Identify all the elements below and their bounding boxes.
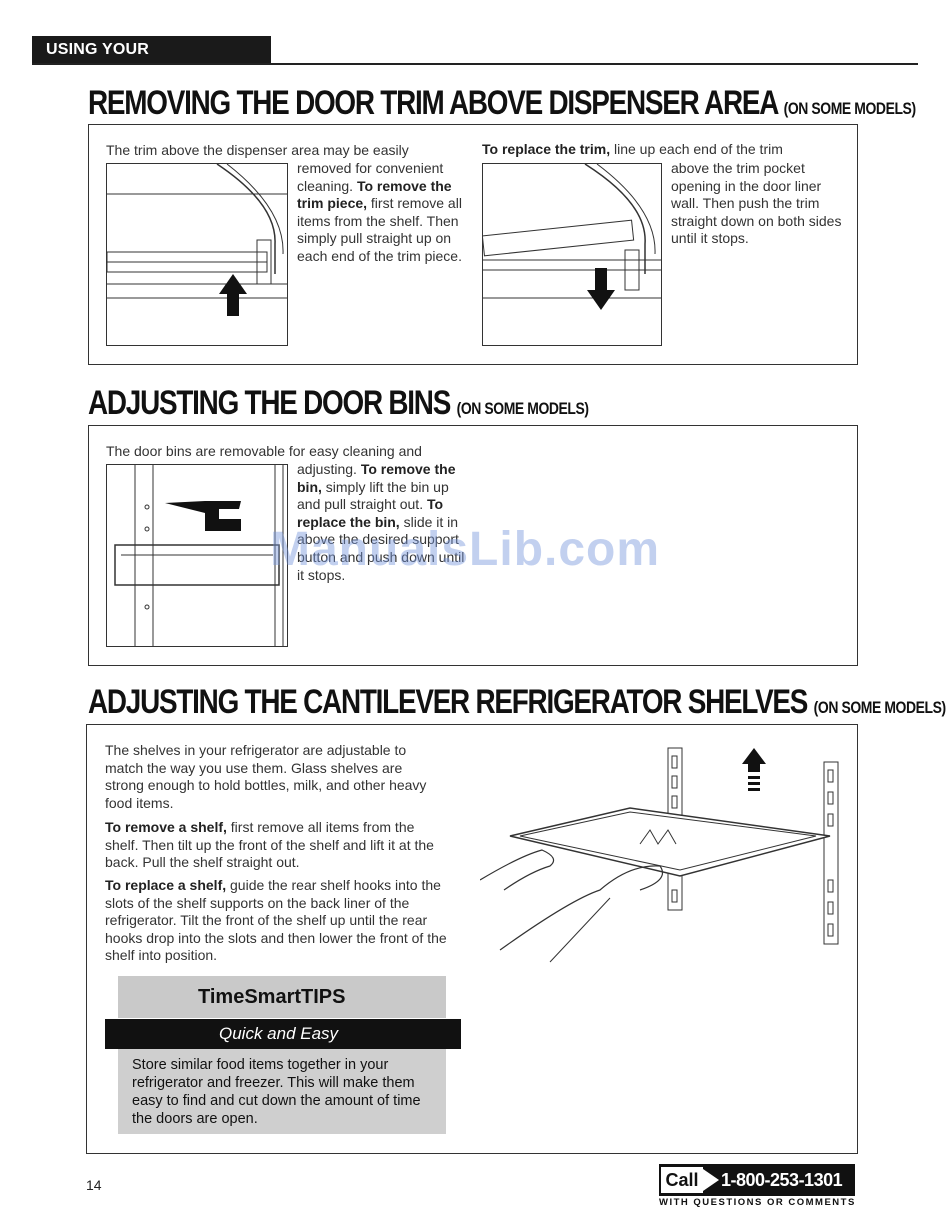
left-hand [479, 849, 555, 891]
section-subtitle: (ON SOME MODELS) [456, 399, 589, 418]
section-title-door-bins: ADJUSTING THE DOOR BINS (ON SOME MODELS) [88, 384, 589, 423]
header-rule [32, 63, 918, 65]
phone-number: 1-800-253-1301 [721, 1170, 843, 1190]
tip-logo-strip: TimeSmartTIPS [118, 976, 446, 1018]
call-subtext: WITH QUESTIONS OR COMMENTS [659, 1197, 856, 1208]
tip-body: Store similar food items together in you… [118, 1049, 446, 1134]
body-text: first remove all items from the shelf. T… [105, 819, 434, 871]
section-title-text: ADJUSTING THE CANTILEVER REFRIGERATOR SH… [88, 683, 808, 721]
door-bin-illustration [106, 464, 288, 647]
shelf-illustration [479, 740, 850, 970]
door-trim-panel [88, 124, 858, 365]
section-tab: USING YOUR REFRIGERATOR [32, 36, 271, 85]
body-text: removed for convenient cleaning. [297, 160, 444, 194]
trim-replace-illustration [481, 163, 662, 346]
body-text: adjusting. [297, 461, 361, 477]
body-text: simply lift the bin up and pull straight… [297, 478, 449, 513]
tip-logo: TimeSmartTIPS [198, 986, 346, 1008]
bold-text: To remove the trim piece, [297, 177, 452, 212]
bold-text: To replace the bin, [297, 496, 444, 530]
shelves-intro: The shelves in your refrigerator are adj… [105, 742, 427, 811]
page-number: 14 [86, 1177, 102, 1193]
body-text: line up each end of the trim [610, 141, 783, 157]
trim-replace-drawing [481, 163, 661, 310]
right-hand [499, 865, 664, 951]
body-text: guide the rear shelf hooks into the slot… [105, 877, 447, 964]
bold-text: To replace a shelf, [105, 877, 227, 893]
door-trim-left-body: removed for convenient cleaning. To remo… [297, 160, 467, 266]
trim-removal-drawing [106, 163, 287, 316]
door-trim-right-lead: To replace the trim, line up each end of… [482, 141, 842, 159]
bold-text: To remove the bin, [297, 461, 456, 495]
bold-text: To replace the trim, [482, 141, 611, 157]
call-box: Call 1-800-253-1301 [659, 1164, 855, 1196]
section-title-text: REMOVING THE DOOR TRIM ABOVE DISPENSER A… [88, 84, 778, 122]
section-title-cantilever-shelves: ADJUSTING THE CANTILEVER REFRIGERATOR SH… [88, 683, 946, 722]
section-title-door-trim: REMOVING THE DOOR TRIM ABOVE DISPENSER A… [88, 84, 916, 123]
section-title-text: ADJUSTING THE DOOR BINS [88, 384, 451, 422]
shelves-replace-instructions: To replace a shelf, guide the rear shelf… [105, 877, 457, 965]
body-text: first remove all items from the shelf. T… [297, 195, 462, 264]
pull-out-arrow-icon [165, 501, 241, 531]
bold-text: To remove a shelf, [105, 819, 227, 835]
up-arrow-icon [219, 274, 247, 316]
shelf-drawing [479, 747, 839, 963]
door-bins-body: adjusting. To remove the bin, simply lif… [297, 461, 469, 584]
trim-removal-illustration [106, 163, 288, 346]
door-trim-left-lead: The trim above the dispenser area may be… [106, 142, 409, 158]
shelves-remove-instructions: To remove a shelf, first remove all item… [105, 819, 450, 872]
door-bins-lead: The door bins are removable for easy cle… [106, 443, 422, 459]
section-subtitle: (ON SOME MODELS) [783, 99, 916, 118]
arrow-right-icon [703, 1169, 719, 1191]
door-bins-panel [88, 425, 858, 666]
watermark: ManualsLib.com [270, 523, 661, 576]
down-arrow-icon [587, 268, 615, 310]
section-subtitle: (ON SOME MODELS) [813, 698, 946, 717]
cantilever-shelves-panel [86, 724, 858, 1154]
tip-banner: Quick and Easy [105, 1019, 461, 1049]
door-trim-right-body: above the trim pocket opening in the doo… [671, 160, 842, 247]
body-text: slide it in above the desired support bu… [297, 513, 465, 583]
door-bin-drawing [114, 465, 284, 646]
call-label: Call [661, 1167, 703, 1193]
lift-up-arrow-icon [742, 748, 766, 772]
